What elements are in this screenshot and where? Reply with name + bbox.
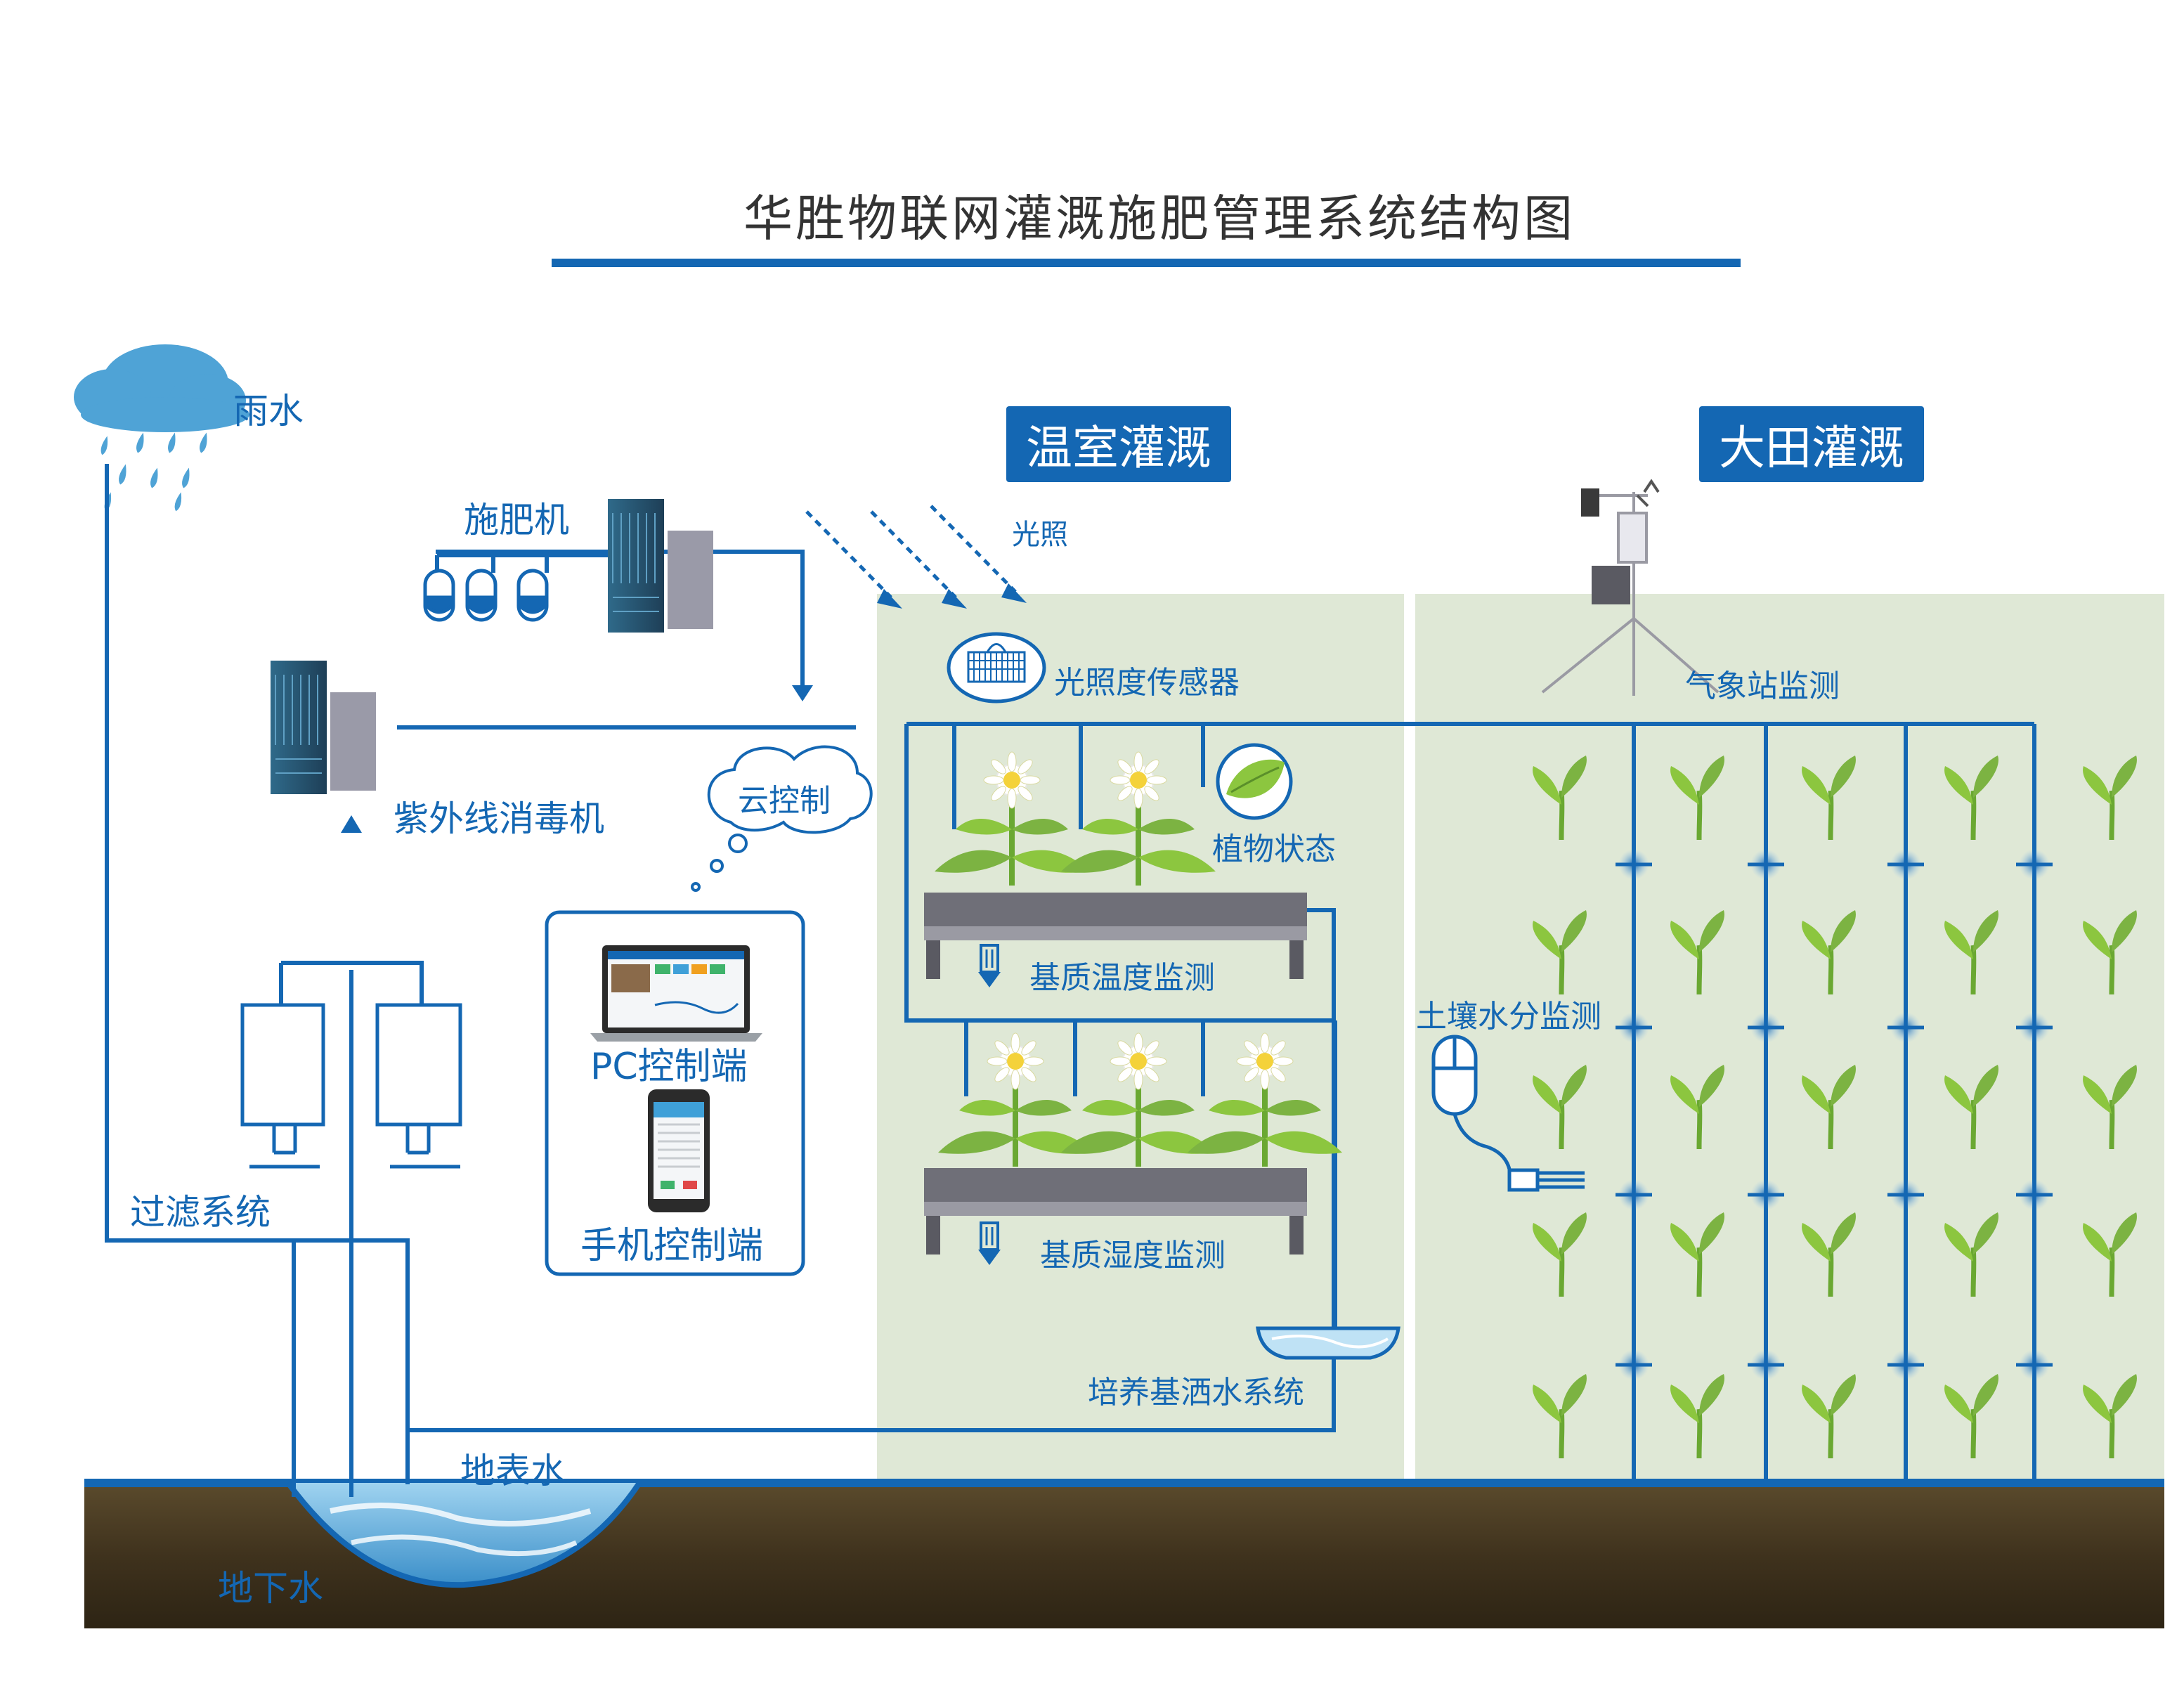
greenhouse-section-badge: 温室灌溉 (1006, 406, 1231, 482)
groundwater-label: 地下水 (218, 1568, 323, 1609)
weather-station-icon (1541, 479, 1720, 696)
soil-probe-icon (1431, 1035, 1585, 1192)
phone-icon (648, 1089, 710, 1212)
rain-label: 雨水 (233, 391, 304, 432)
substrate-sprinkler-label: 培养基洒水系统 (1088, 1375, 1304, 1411)
bench-2 (924, 1168, 1307, 1255)
field-section-badge: 大田灌溉 (1699, 406, 1924, 482)
filter-system-label: 过滤系统 (130, 1192, 271, 1233)
surface-water-label: 地表水 (460, 1451, 566, 1491)
page-title: 华胜物联网灌溉施肥管理系统结构图 (743, 190, 1575, 247)
plant-status-label: 植物状态 (1212, 831, 1336, 867)
weather-station-label: 气象站监测 (1685, 668, 1840, 704)
light-rays (805, 505, 1017, 599)
title-underline (552, 259, 1741, 267)
substrate-humidity-label: 基质湿度监测 (1040, 1238, 1226, 1273)
water-pipes (105, 464, 2036, 1497)
cloud-control-label: 云控制 (738, 783, 831, 819)
cloud-control-bubble (691, 745, 873, 892)
rain-cloud-icon (74, 344, 249, 512)
pc-client-label: PC控制端 (590, 1046, 748, 1088)
light-label: 光照 (1012, 519, 1068, 551)
fertilizer-machine-server-icon (608, 499, 713, 633)
laptop-icon (590, 945, 762, 1042)
uv-sterilizer-label: 紫外线消毒机 (394, 798, 604, 839)
sprinkler-basin-icon (1256, 1326, 1400, 1360)
fertilizer-tank-icon (423, 569, 549, 622)
groundwater-basin (285, 1481, 642, 1588)
bench-1 (924, 893, 1307, 979)
fertilizer-machine-label: 施肥机 (464, 500, 569, 540)
light-sensor-label: 光照度传感器 (1054, 665, 1240, 701)
arrow-up (341, 815, 362, 833)
light-sensor-icon (947, 632, 1046, 704)
uv-sterilizer-server-icon (271, 661, 376, 794)
mobile-client-label: 手机控制端 (580, 1225, 764, 1267)
substrate-temp-label: 基质温度监测 (1029, 960, 1215, 996)
plant-status-leaf-icon (1216, 743, 1293, 820)
soil-moisture-label: 土壤水分监测 (1416, 999, 1601, 1035)
arrow-down (792, 685, 813, 701)
filter-tank-icon (240, 1003, 462, 1169)
field-panel (1415, 594, 2164, 1483)
